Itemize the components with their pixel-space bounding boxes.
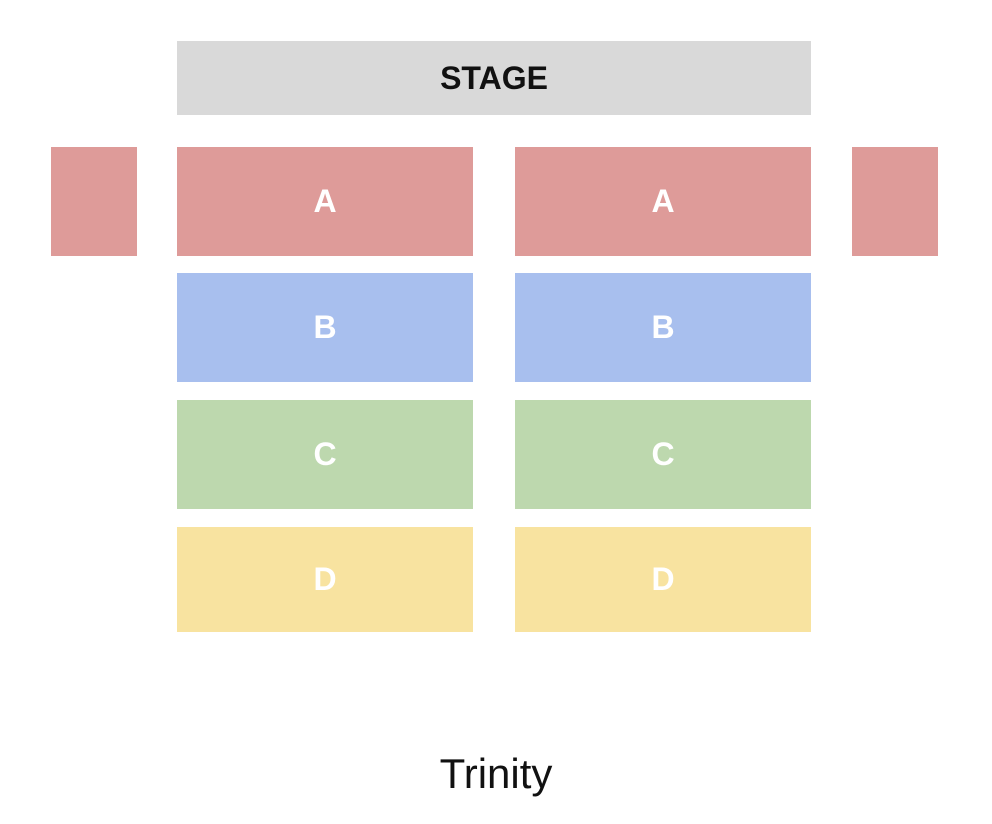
section-a-left[interactable]: A — [177, 147, 473, 256]
stage-label: STAGE — [440, 59, 548, 96]
section-a-right[interactable]: A — [515, 147, 811, 256]
section-d-left[interactable]: D — [177, 527, 473, 632]
section-label: C — [651, 436, 675, 472]
section-label: C — [313, 436, 337, 472]
venue-name: Trinity — [439, 750, 553, 797]
section-label: B — [313, 309, 337, 345]
section-label: A — [313, 183, 337, 219]
section-label: D — [313, 561, 337, 597]
section-label: B — [651, 309, 675, 345]
section-a-side-left[interactable] — [51, 147, 137, 256]
section-label: D — [651, 561, 675, 597]
section-a-side-right[interactable] — [852, 147, 938, 256]
section-d-right[interactable]: D — [515, 527, 811, 632]
section-c-left[interactable]: C — [177, 400, 473, 509]
section-label: A — [651, 183, 675, 219]
stage: STAGE — [177, 41, 811, 115]
section-c-right[interactable]: C — [515, 400, 811, 509]
section-b-right[interactable]: B — [515, 273, 811, 382]
section-b-left[interactable]: B — [177, 273, 473, 382]
